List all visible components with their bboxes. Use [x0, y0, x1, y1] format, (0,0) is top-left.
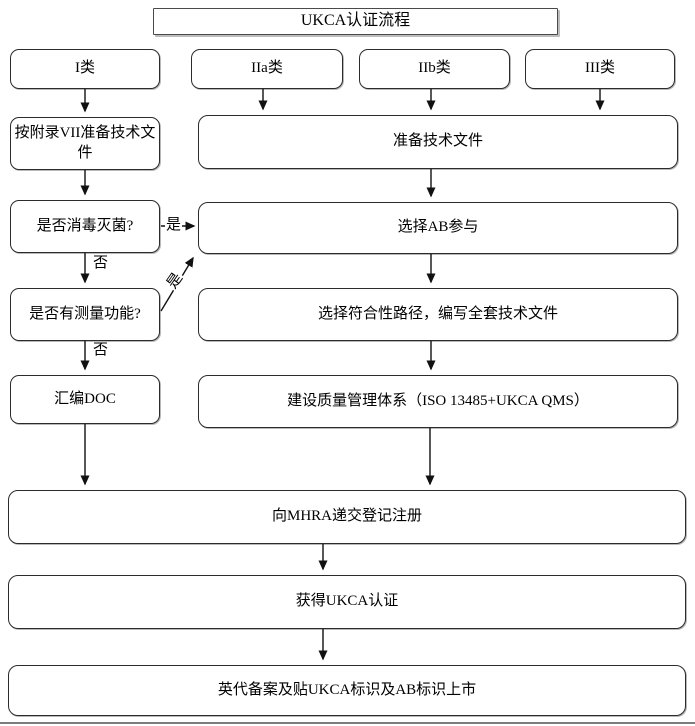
node-class-iib: IIb类	[359, 49, 510, 89]
node-choose-ab: 选择AB参与	[198, 202, 678, 254]
node-annex-vii: 按附录VII准备技术文件	[10, 117, 160, 170]
node-obtain-ukca: 获得UKCA认证	[8, 575, 686, 629]
node-sterile-question: 是否消毒灭菌?	[10, 200, 160, 253]
flowchart-title: UKCA认证流程	[153, 8, 558, 35]
edge-label-no-sterile: 否	[92, 255, 110, 272]
node-class-iia: IIa类	[191, 49, 343, 89]
edge-label-no-measure: 否	[92, 342, 110, 359]
node-conformity-path: 选择符合性路径，编写全套技术文件	[198, 288, 678, 341]
node-prepare-tech: 准备技术文件	[198, 115, 678, 169]
node-class-i: I类	[10, 49, 160, 89]
edge-label-yes-measure: 是	[163, 269, 188, 293]
node-class-iii: III类	[525, 49, 675, 89]
node-market-launch: 英代备案及贴UKCA标识及AB标识上市	[8, 665, 686, 716]
node-compile-doc: 汇编DOC	[10, 375, 160, 424]
page-bottom-border	[0, 722, 695, 724]
edge-label-yes-sterile: 是	[165, 217, 183, 234]
node-mhra-registration: 向MHRA递交登记注册	[8, 490, 686, 544]
node-qms: 建设质量管理体系（ISO 13485+UKCA QMS）	[198, 375, 678, 428]
node-measure-question: 是否有测量功能?	[10, 288, 160, 341]
